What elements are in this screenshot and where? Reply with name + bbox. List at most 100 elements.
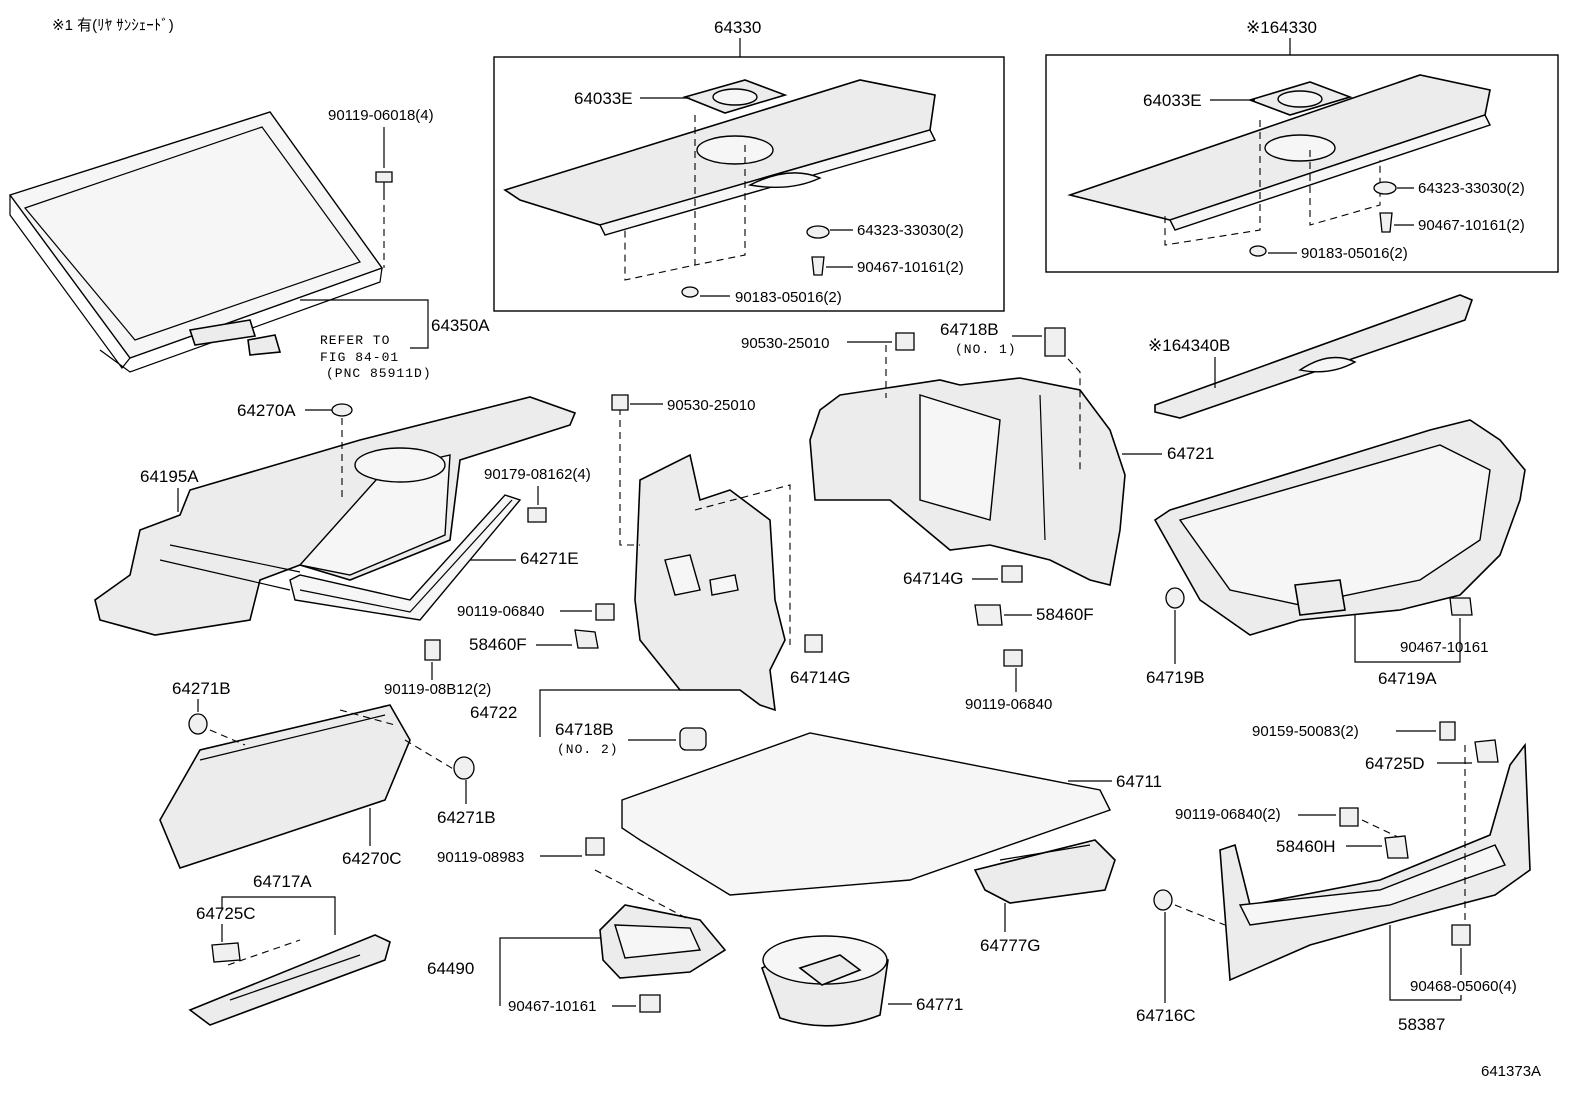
bolt-90179 (527, 507, 547, 523)
screw-90119-06840-b (1003, 649, 1023, 667)
package-tray-trim-64330 (503, 79, 937, 236)
label-90530-b: 90530-25010 (741, 335, 829, 352)
label-64271B-a: 64271B (172, 679, 231, 698)
clip-64718B-no1 (1044, 327, 1066, 357)
rear-sunshade-64350A (8, 111, 384, 373)
label-64270A: 64270A (237, 401, 296, 420)
label-90183-a: 90183-05016(2) (735, 289, 842, 306)
label-64719B: 64719B (1146, 668, 1205, 687)
bracket-58460H (1384, 835, 1409, 859)
nut-90183-a (681, 286, 699, 298)
nut-90183-b (1249, 245, 1267, 257)
bracket-64725D (1474, 739, 1499, 763)
clip-64270A (331, 403, 353, 417)
rear-panel-trim-58387 (1219, 742, 1531, 982)
drawing-id: 641373A (1481, 1063, 1541, 1080)
label-90119-06840-2: 90119-06840(2) (1175, 806, 1281, 823)
label-64719A: 64719A (1378, 669, 1437, 688)
screw-90119-08983 (585, 837, 605, 856)
label-64725C: 64725C (196, 904, 256, 923)
screw-90119-08B12 (424, 639, 441, 661)
label-64711: 64711 (1116, 772, 1162, 791)
trim-panel-64270C (159, 704, 411, 869)
clip-64323-b (1373, 181, 1397, 195)
sill-plate-64717A (188, 934, 391, 1026)
group-box-64330 (493, 56, 1005, 312)
label-90179: 90179-08162(4) (484, 466, 591, 483)
label-64195A: 64195A (140, 467, 199, 486)
package-tray-trim-164330 (1067, 74, 1491, 231)
clip-64714G-a (804, 634, 823, 653)
clip-64718B-no2 (679, 727, 707, 751)
clip-90467-c (1449, 597, 1473, 616)
label-90468: 90468-05060(4) (1410, 978, 1517, 995)
clip-64725C (211, 942, 241, 963)
rear-sunshade-note: ※1 有(ﾘﾔ ｻﾝｼｪｰﾄﾞ) (52, 17, 174, 34)
label-90467-10161-a: 90467-10161(2) (857, 259, 964, 276)
clip-90468 (1451, 924, 1471, 946)
label-64350A: 64350A (431, 316, 490, 335)
label-90119-06018: 90119-06018(4) (328, 107, 434, 124)
label-90467-10161-b: 90467-10161(2) (1418, 217, 1525, 234)
clip-64323-a (806, 225, 830, 239)
label-64323-a: 64323-33030(2) (857, 222, 964, 239)
clip-64714G-b (1001, 565, 1023, 583)
label-58460H: 58460H (1276, 837, 1336, 856)
label-90119-08B12: 90119-08B12(2) (384, 681, 491, 698)
clip-64719B (1165, 587, 1185, 609)
label-64725D: 64725D (1365, 754, 1425, 773)
label-64330: 64330 (714, 18, 761, 37)
screw-90119-06018 (375, 171, 393, 200)
label-90119-06840-a: 90119-06840 (457, 603, 544, 620)
clip-90530-a (611, 394, 629, 411)
label-64718B-no2: 64718B (555, 720, 614, 739)
label-58460F-a: 58460F (469, 635, 527, 654)
label-58387: 58387 (1398, 1015, 1445, 1034)
label-64714G-b: 64714G (903, 569, 964, 588)
label-164330: ※164330 (1246, 18, 1317, 37)
bracket-58460F-a (574, 629, 599, 649)
side-trim-panel-64722 (634, 453, 786, 712)
label-90159: 90159-50083(2) (1252, 723, 1359, 740)
screw-90119-06840-2 (1339, 807, 1359, 827)
clip-90467-a (811, 256, 825, 276)
label-90183-b: 90183-05016(2) (1301, 245, 1408, 262)
group-box-164330 (1045, 54, 1559, 273)
clip-90467-b (1379, 212, 1393, 233)
label-90530-a: 90530-25010 (667, 397, 755, 414)
label-64718B-no1: 64718B (940, 320, 999, 339)
clip-64716C (1153, 889, 1173, 911)
storage-tray-64490 (599, 904, 727, 979)
label-64721: 64721 (1167, 444, 1214, 463)
label-64033E-a: 64033E (574, 89, 633, 108)
label-90467-10161-d: 90467-10161 (508, 998, 596, 1015)
bracket-58460F-b (974, 604, 1003, 626)
label-164340B: ※164340B (1148, 336, 1230, 355)
floor-mat-64711 (621, 732, 1116, 904)
clip-90467-d (639, 994, 661, 1013)
label-64271E: 64271E (520, 549, 579, 568)
label-90467-10161-c: 90467-10161 (1400, 639, 1488, 656)
label-64771: 64771 (916, 995, 963, 1014)
label-64777G: 64777G (980, 936, 1041, 955)
label-64718B-no1-sub: (NO. 1) (955, 342, 1017, 357)
label-64717A: 64717A (253, 872, 312, 891)
label-64718B-no2-sub: (NO. 2) (557, 742, 619, 757)
clip-64271B-b (453, 756, 475, 780)
label-64270C: 64270C (342, 849, 402, 868)
refer-line-3: (PNC 85911D) (326, 366, 432, 381)
label-64714G-a: 64714G (790, 668, 851, 687)
label-64271B-b: 64271B (437, 808, 496, 827)
label-58460F-b: 58460F (1036, 605, 1094, 624)
label-64716C: 64716C (1136, 1006, 1196, 1025)
clip-90530-b (895, 332, 915, 351)
refer-line-2: FIG 84-01 (320, 350, 399, 365)
screw-90159 (1439, 721, 1456, 741)
label-64490: 64490 (427, 959, 474, 978)
label-90119-06840-b: 90119-06840 (965, 696, 1052, 713)
seal-64271E (289, 494, 522, 621)
clip-64271B-a (188, 713, 208, 735)
label-90119-08983: 90119-08983 (437, 849, 524, 866)
